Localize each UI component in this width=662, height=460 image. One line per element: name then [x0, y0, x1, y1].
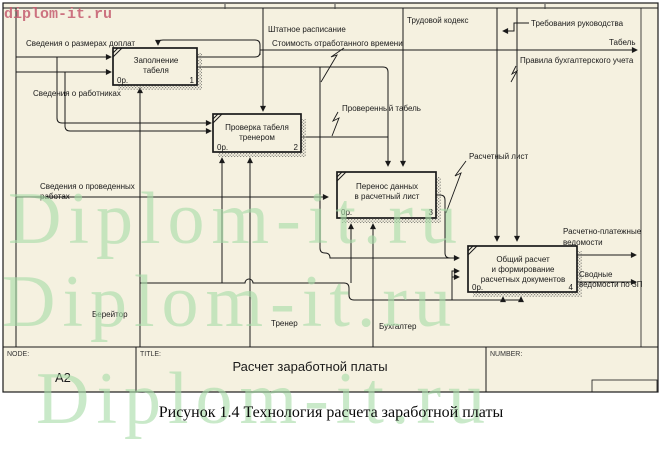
box4-title-line3: расчетных документов	[481, 275, 565, 284]
box2-title-line2: тренером	[239, 133, 275, 142]
squiggle-proverenny	[331, 111, 340, 137]
arrow-branch-box2-input1	[56, 57, 212, 126]
leader-trebovaniya	[502, 22, 529, 34]
activity-box-zapolnenie-tabelya: Заполнение табеля 0р. 1	[112, 47, 202, 90]
squiggle-pravila	[510, 65, 519, 83]
arrow-network	[16, 8, 638, 347]
label-proverenny: Проверенный табель	[342, 104, 421, 113]
box1-title-line1: Заполнение	[134, 56, 179, 65]
box1-number: 1	[190, 76, 195, 85]
box2-cost: 0р.	[217, 143, 228, 152]
label-tabel: Табель	[609, 38, 636, 47]
label-svedeniya-rabotah-2: работах	[40, 192, 70, 201]
label-pravila: Правила бухгалтерского учета	[520, 56, 634, 65]
arrow-raschetny-list	[436, 194, 451, 259]
label-svodnye-1: Сводные	[579, 270, 613, 279]
box4-number: 4	[569, 283, 574, 292]
node-value: A2	[55, 370, 71, 385]
label-bereytor: Берейтор	[92, 310, 128, 319]
arrow-box4-input2	[451, 268, 460, 300]
label-raschetny-list: Расчетный лист	[469, 152, 528, 161]
box3-cost: 0р.	[341, 208, 352, 217]
arrow-box1-output-riser	[197, 51, 261, 58]
squiggle-raschetny-list	[445, 160, 467, 214]
box3-number: 3	[429, 208, 434, 217]
activity-box-obshchiy-raschet: Общий расчет и формирование расчетных до…	[467, 245, 582, 297]
activity-box-proverka-tabelya: Проверка табеля тренером 0р. 2	[212, 113, 306, 157]
diagram-title: Расчет заработной платы	[232, 359, 387, 374]
label-svedeniya-rabotah-1: Сведения о проведенных	[40, 182, 135, 191]
arrow-labels: Сведения о размерах доплат Сведения о ра…	[26, 16, 643, 331]
box2-title-line1: Проверка табеля	[225, 123, 289, 132]
box4-cost: 0р.	[472, 283, 483, 292]
number-corner-box	[591, 379, 658, 393]
label-buhgalter: Бухгалтер	[379, 322, 417, 331]
arrow-stoimost-branch-down	[319, 67, 460, 261]
arrow-stoimost-to-box3-top	[197, 66, 391, 167]
label-svedeniya-rabotnikah: Сведения о работниках	[33, 89, 121, 98]
label-svodnye-2: ведомости по ЗП	[579, 280, 643, 289]
fold-corner-icon	[112, 47, 123, 58]
label-trener: Тренер	[271, 319, 298, 328]
title-label: TITLE:	[140, 351, 161, 358]
box3-title-line1: Перенос данных	[356, 182, 418, 191]
box1-title-line2: табеля	[143, 66, 169, 75]
fold-corner-icon	[336, 171, 347, 182]
fold-corner-icon	[467, 245, 478, 256]
activity-box-perenos-dannyh: Перенос данных в расчетный лист 0р. 3	[336, 171, 441, 223]
label-shtatnoe: Штатное расписание	[268, 25, 346, 34]
label-trebovaniya: Требования руководства	[531, 19, 624, 28]
arrow-feedback-box1-top	[155, 39, 261, 55]
number-label: NUMBER:	[490, 351, 522, 358]
figure-caption: Рисунок 1.4 Технология расчета заработно…	[158, 404, 504, 421]
label-svedeniya-doplat: Сведения о размерах доплат	[26, 39, 135, 48]
label-stoimost: Стоимость отработанного времени	[272, 39, 403, 48]
box4-title-line2: и формирование	[492, 265, 556, 274]
mechanism-bus	[140, 278, 521, 301]
label-trudovoy: Трудовой кодекс	[407, 16, 469, 25]
label-raschetno-platezhnye-1: Расчетно-платежные	[563, 227, 642, 236]
squiggle-stoimost	[320, 47, 345, 83]
box3-title-line2: в расчетный лист	[355, 192, 420, 201]
box1-cost: 0р.	[117, 76, 128, 85]
box4-title-line1: Общий расчет	[496, 255, 550, 264]
label-raschetno-platezhnye-2: ведомости	[563, 238, 603, 247]
title-bar: NODE: A2 TITLE: Расчет заработной платы …	[7, 347, 658, 393]
node-label: NODE:	[7, 351, 29, 358]
arrow-branch-box2-input2	[64, 72, 212, 134]
fold-corner-icon	[212, 113, 223, 124]
box2-number: 2	[294, 143, 299, 152]
